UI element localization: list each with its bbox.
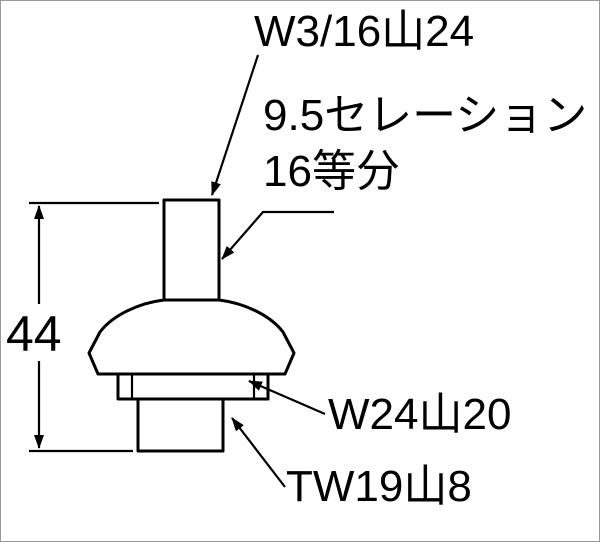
label-middle-thread-spec: W24山20 [328, 390, 512, 439]
label-bottom-thread-spec: TW19山8 [286, 462, 472, 511]
spindle-shaft-outline [162, 198, 221, 303]
leader-middle-thread [248, 379, 326, 416]
leader-top-thread [210, 54, 260, 196]
label-overall-height-dimension: 44 [6, 306, 62, 362]
leader-bottom-thread [231, 417, 286, 488]
spindle-flange-outline [116, 372, 270, 401]
spindle-body-outline [87, 298, 296, 376]
spindle-stub-outline [136, 397, 225, 453]
label-serration-spec: 9.5セレーション [263, 91, 588, 140]
label-serration-divisions: 16等分 [263, 147, 400, 196]
label-top-thread-spec: W3/16山24 [254, 7, 475, 56]
leader-serration [221, 210, 334, 260]
